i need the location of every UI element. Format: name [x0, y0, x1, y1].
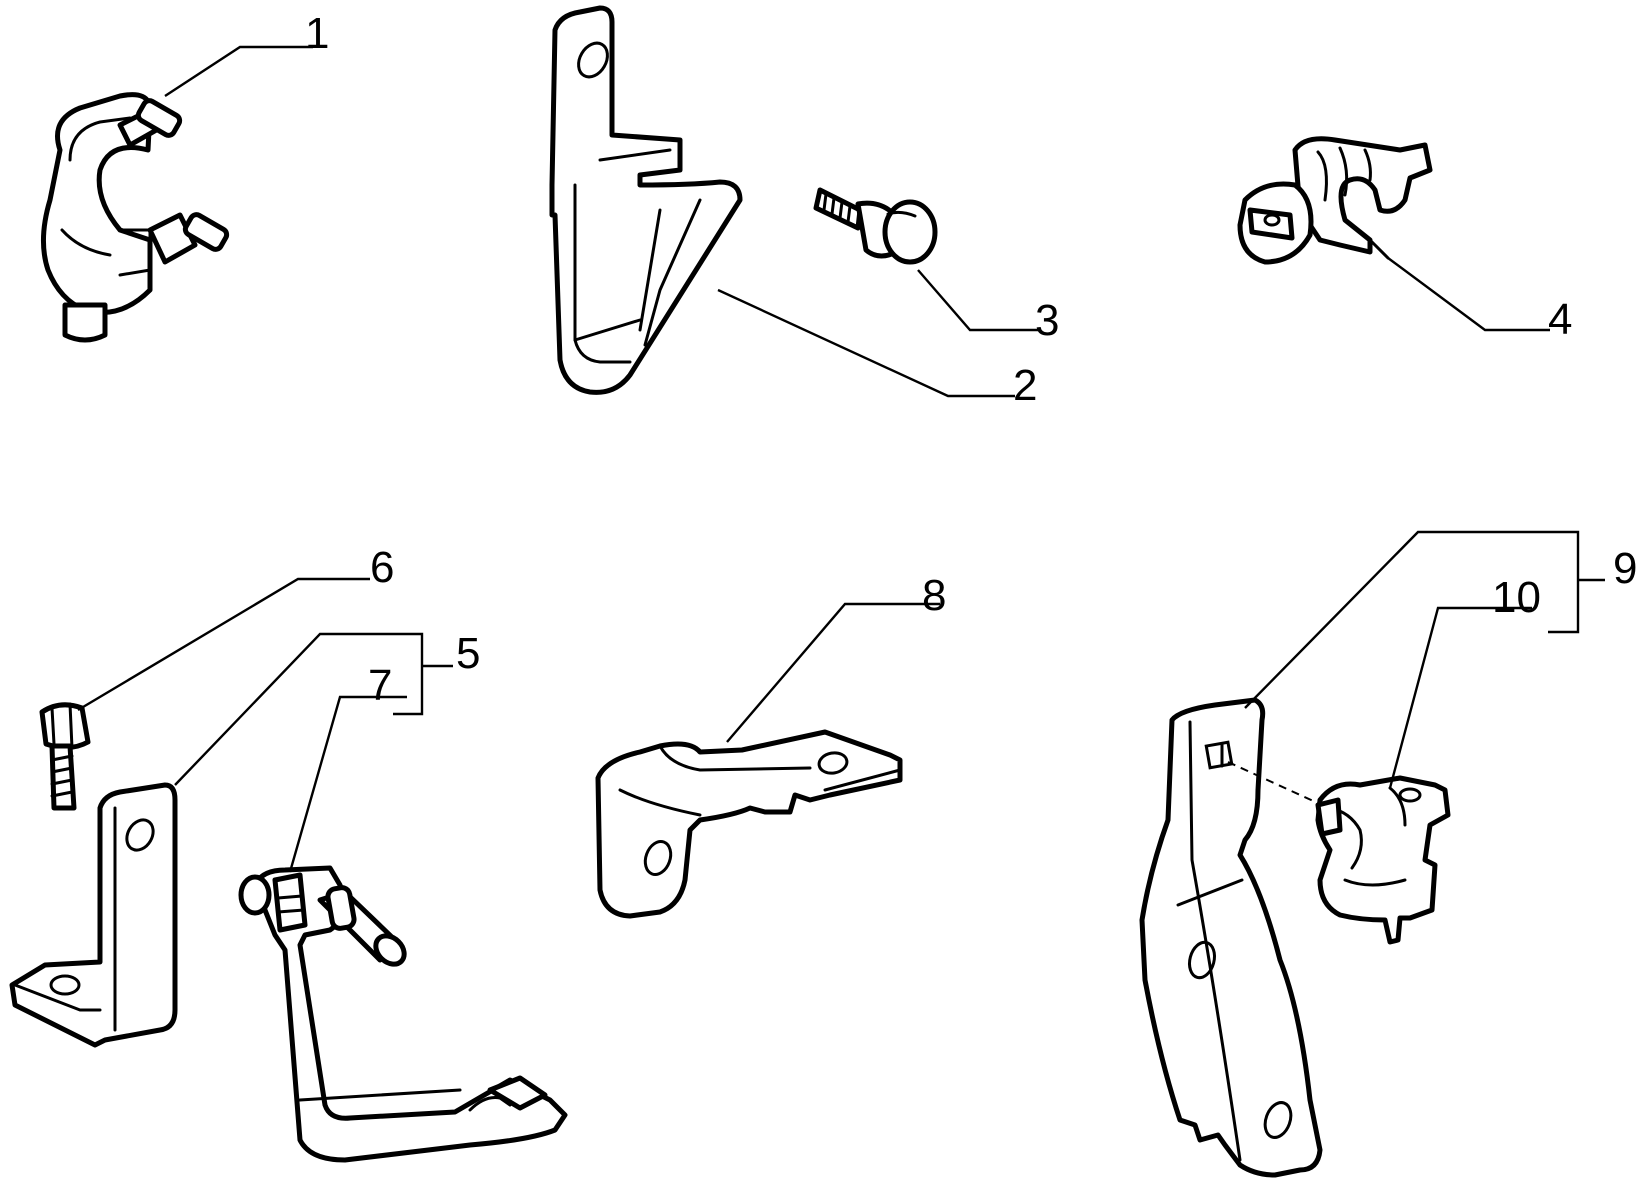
- callout-6: 6: [370, 543, 394, 592]
- callout-7: 7: [368, 661, 392, 710]
- callout-1: 1: [305, 9, 329, 58]
- callout-2: 2: [1013, 361, 1037, 410]
- part-6-bolt: [39, 702, 91, 811]
- part-8-angle-bracket: [595, 729, 903, 919]
- leader-1: [164, 45, 313, 98]
- part-5-l-bracket: [9, 782, 178, 1048]
- leader-4: [1387, 257, 1550, 332]
- leader-3: [917, 269, 1040, 332]
- part-2-j-hook-bracket: [549, 5, 743, 395]
- leader-6: [77, 577, 370, 712]
- leader-2: [717, 288, 1015, 398]
- callout-3: 3: [1035, 296, 1059, 345]
- part-3-screw: [813, 187, 938, 265]
- assembly-line: [1227, 761, 1323, 806]
- callout-9: 9: [1613, 544, 1637, 593]
- leader-5-bracket: [174, 632, 424, 786]
- part-7-clip-bracket: [238, 865, 568, 1163]
- leader-10: [1388, 606, 1532, 789]
- callout-8: 8: [922, 571, 946, 620]
- leader-9-bracket: [1244, 530, 1580, 709]
- part-10-hose-clip: [1315, 775, 1451, 945]
- callout-5: 5: [456, 629, 480, 678]
- part-1-pipe-clip: [40, 92, 230, 343]
- leader-7: [288, 695, 407, 873]
- callout-10: 10: [1492, 573, 1541, 622]
- part-4-hose-clip: [1237, 136, 1433, 265]
- leader-8: [726, 602, 940, 743]
- part-9-long-bracket: [1139, 697, 1323, 1178]
- callout-4: 4: [1548, 295, 1572, 344]
